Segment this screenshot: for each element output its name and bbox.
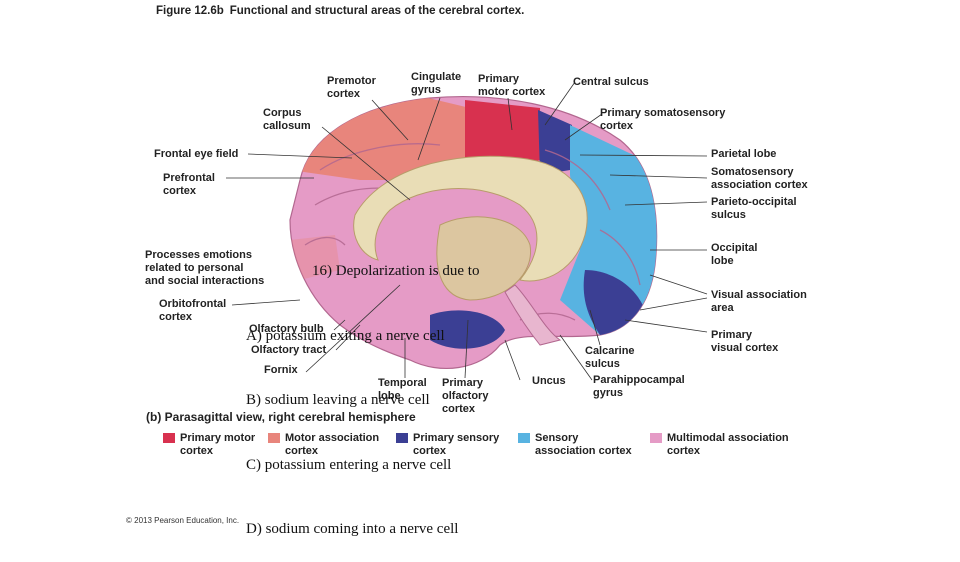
motor-association-region bbox=[290, 96, 470, 180]
brain-illustration bbox=[226, 81, 708, 381]
legend-label: Motor association cortex bbox=[285, 432, 380, 457]
label-corpus-callosum: Corpus callosum bbox=[263, 107, 311, 132]
label-cingulate-gyrus: Cingulate gyrus bbox=[411, 71, 462, 96]
label-primary-somatosensory-cortex: Primary somatosensory cortex bbox=[600, 107, 726, 132]
figure-title: Figure 12.6b Functional and structural ar… bbox=[156, 5, 524, 17]
label-parieto-occipital-sulcus: Parieto-occipital sulcus bbox=[711, 196, 797, 221]
label-parietal-lobe: Parietal lobe bbox=[711, 148, 777, 160]
label-primary-motor-cortex: Primary motor cortex bbox=[478, 73, 546, 98]
legend-swatch bbox=[268, 433, 280, 443]
label-calcarine-sulcus: Calcarine sulcus bbox=[585, 345, 635, 370]
answer-option-b[interactable]: B) sodium leaving a nerve cell bbox=[246, 392, 430, 408]
label-olfactory-bulb: Olfactory bulb bbox=[249, 323, 324, 335]
legend-label: Primary sensory cortex bbox=[413, 432, 500, 457]
legend-label: Sensory association cortex bbox=[535, 432, 632, 457]
label-temporal-lobe: Temporal lobe bbox=[378, 377, 427, 402]
label-central-sulcus: Central sulcus bbox=[573, 76, 649, 88]
legend-swatch bbox=[396, 433, 408, 443]
label-prefrontal-cortex: Prefrontal cortex bbox=[163, 172, 215, 197]
figure-number: Figure 12.6b bbox=[156, 5, 224, 17]
label-orbitofrontal-cortex: Orbitofrontal cortex bbox=[159, 298, 227, 323]
copyright-notice: © 2013 Pearson Education, Inc. bbox=[126, 516, 240, 525]
legend-swatch bbox=[518, 433, 530, 443]
primary-visual-region bbox=[583, 270, 645, 335]
label-occipital-lobe: Occipital lobe bbox=[711, 242, 758, 267]
corpus-callosum-shape bbox=[353, 155, 588, 282]
label-parahippocampal-gyrus: Parahippocampal gyrus bbox=[593, 374, 685, 399]
answer-option-d[interactable]: D) sodium coming into a nerve cell bbox=[246, 521, 459, 537]
brainstem-shape bbox=[504, 284, 562, 346]
answer-option-a[interactable]: A) potassium exiting a nerve cell bbox=[246, 327, 445, 344]
answer-option-c[interactable]: C) potassium entering a nerve cell bbox=[246, 456, 452, 473]
prefrontal-accent bbox=[290, 235, 340, 280]
question-stem: 16) Depolarization is due to bbox=[312, 263, 480, 279]
thalamus-shape bbox=[436, 216, 532, 301]
label-primary-olfactory-cortex: Primary olfactory cortex bbox=[442, 377, 489, 415]
label-somatosensory-association-cortex: Somatosensory association cortex bbox=[711, 166, 808, 191]
legend-label: Multimodal association cortex bbox=[667, 432, 789, 457]
label-olfactory-tract: Olfactory tract bbox=[251, 344, 327, 356]
label-primary-visual-cortex: Primary visual cortex bbox=[711, 329, 779, 354]
figure-subtitle: (b) Parasagittal view, right cerebral he… bbox=[146, 410, 416, 424]
label-visual-association-area: Visual association area bbox=[711, 289, 807, 314]
label-uncus: Uncus bbox=[532, 375, 566, 387]
legend-label: Primary motor cortex bbox=[180, 432, 256, 457]
label-fornix: Fornix bbox=[264, 364, 298, 376]
label-frontal-eye-field: Frontal eye field bbox=[154, 148, 239, 160]
label-premotor-cortex: Premotor cortex bbox=[327, 75, 376, 100]
label-processes-emotions: Processes emotions related to personal a… bbox=[145, 249, 265, 287]
legend-swatch bbox=[163, 433, 175, 443]
quiz-question: 16) Depolarization is due to A) potassiu… bbox=[246, 218, 479, 562]
primary-sensory-region bbox=[538, 110, 572, 175]
legend-swatch bbox=[650, 433, 662, 443]
figure-title-text: Functional and structural areas of the c… bbox=[229, 5, 525, 17]
